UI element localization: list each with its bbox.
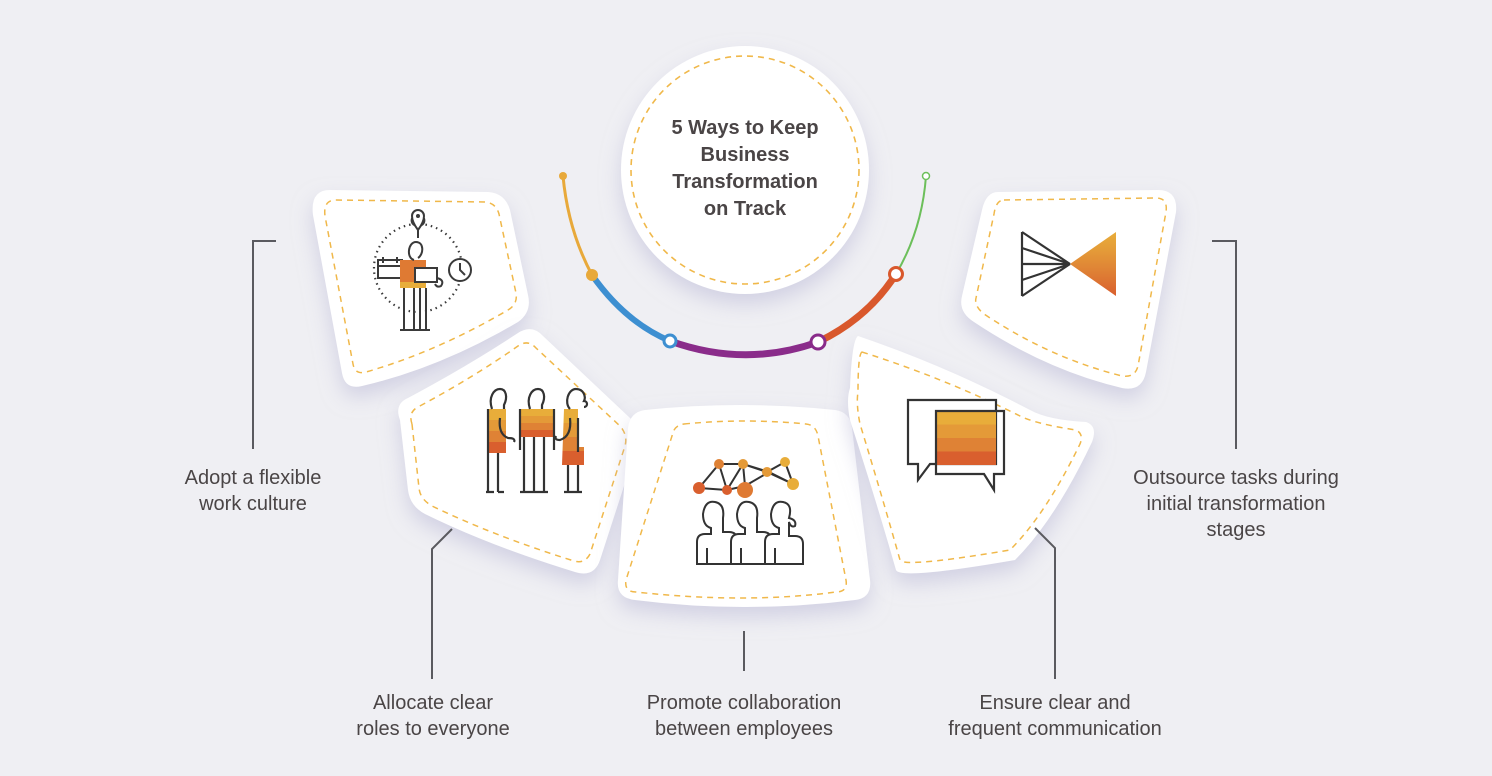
leader-line-communication — [1034, 527, 1056, 679]
label-collaboration: Promote collaboration between employees — [646, 692, 842, 740]
card-clear-roles — [398, 329, 639, 574]
arc-segment-orange — [814, 270, 900, 346]
arc-node — [586, 269, 598, 281]
leader-line-roles — [431, 528, 453, 679]
leader-line-flexible — [252, 240, 276, 449]
title-circle — [621, 46, 869, 294]
arc-node — [921, 171, 931, 181]
arc-node — [809, 333, 827, 351]
label-communication: Ensure clear and frequent communication — [948, 692, 1162, 740]
page-title: 5 Ways to Keep Business Transformation o… — [671, 117, 819, 220]
arc-segment-purple — [666, 337, 822, 359]
flexible-worker-icon — [372, 209, 472, 331]
chat-bubbles-icon — [906, 398, 1006, 494]
collaboration-network-icon — [693, 457, 804, 565]
arc-node — [888, 266, 904, 282]
arc-segment-yellow — [561, 174, 594, 277]
arc-node — [662, 333, 678, 349]
team-roles-icon — [486, 387, 589, 494]
label-clear-roles: Allocate clear roles to everyone — [356, 692, 510, 740]
leader-line-outsource — [1212, 240, 1237, 449]
progress-arc — [559, 171, 931, 359]
label-flexible-work: Adopt a flexible work culture — [184, 467, 322, 515]
leader-lines — [252, 240, 1237, 679]
arc-segment-blue — [589, 272, 673, 344]
arc-segment-green — [895, 175, 927, 275]
outsource-funnel-icon — [1020, 231, 1116, 297]
card-outsource — [961, 190, 1177, 389]
arc-node — [559, 172, 567, 180]
label-outsource: Outsource tasks during initial transform… — [1133, 467, 1339, 541]
